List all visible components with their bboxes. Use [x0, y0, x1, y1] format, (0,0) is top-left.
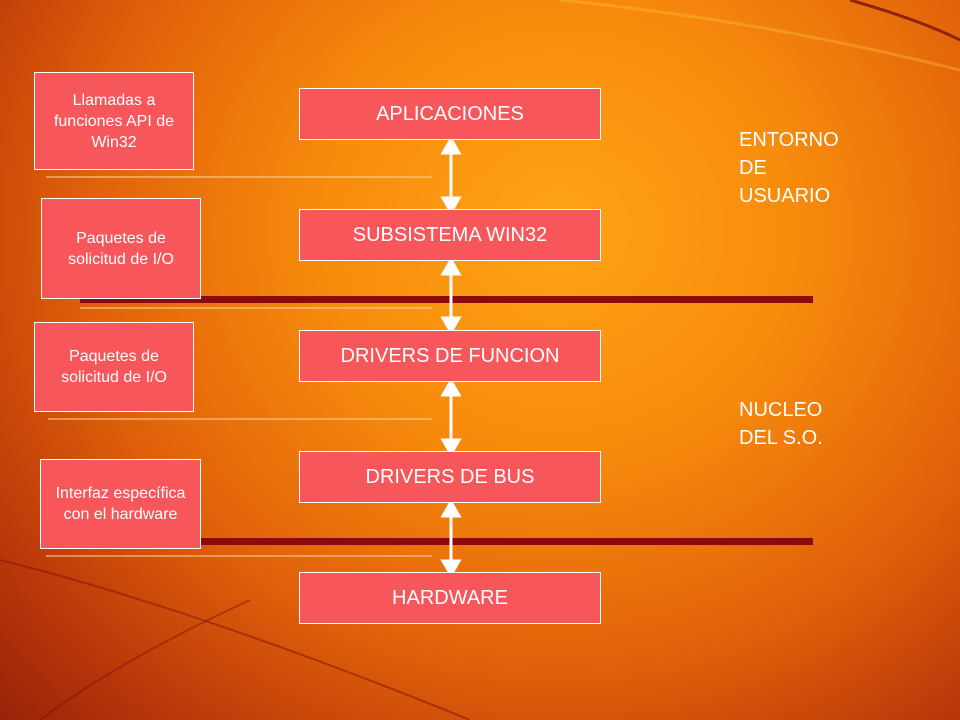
- layer-subsistema-win32: SUBSISTEMA WIN32: [299, 209, 601, 261]
- zone-label-user: ENTORNO DE USUARIO: [739, 129, 839, 207]
- layer-label: SUBSISTEMA WIN32: [352, 223, 548, 246]
- note-hardware-interface: Interfaz específica con el hardware: [40, 459, 201, 549]
- layer-label: DRIVERS DE BUS: [365, 465, 535, 488]
- layer-label: HARDWARE: [392, 586, 508, 609]
- layer-hardware: HARDWARE: [299, 572, 601, 624]
- layer-aplicaciones: APLICACIONES: [299, 88, 601, 140]
- zone-label-kernel: NUCLEO DEL S.O.: [739, 399, 823, 449]
- note-io-packets-1: Paquetes de solicitud de I/O: [41, 198, 201, 299]
- separator-bar: [80, 296, 813, 303]
- layer-drivers-bus: DRIVERS DE BUS: [299, 451, 601, 503]
- layer-label: DRIVERS DE FUNCION: [340, 344, 560, 367]
- separator-bar: [80, 538, 813, 545]
- layer-label: APLICACIONES: [376, 102, 524, 125]
- note-io-packets-2: Paquetes de solicitud de I/O: [34, 322, 194, 412]
- layer-drivers-funcion: DRIVERS DE FUNCION: [299, 330, 601, 382]
- note-api-calls: Llamadas a funciones API de Win32: [34, 72, 194, 170]
